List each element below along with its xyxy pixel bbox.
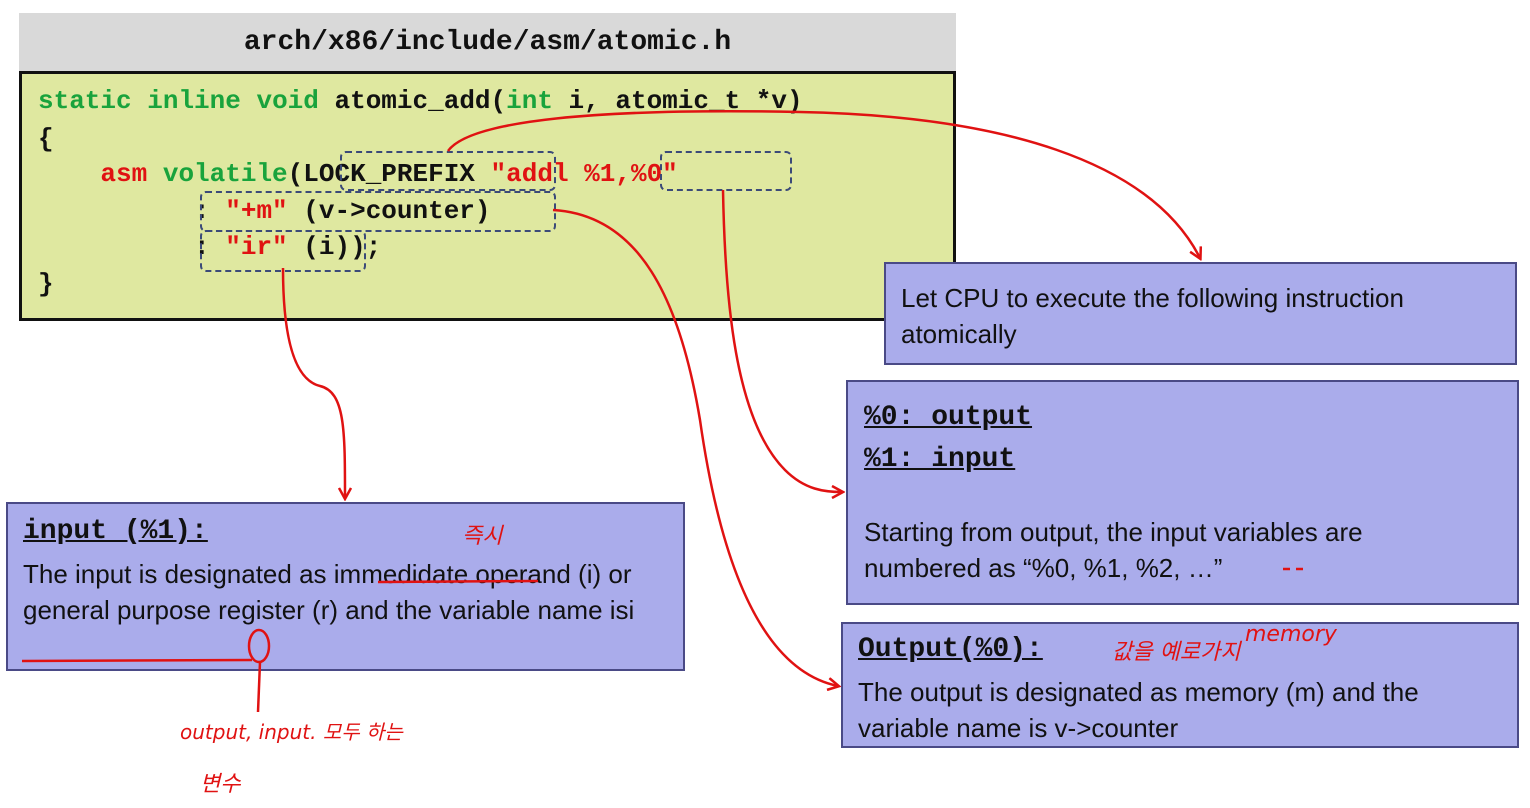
input-text-c: operand (i) or general purpose register … xyxy=(23,559,632,625)
output-constraint: "+m" xyxy=(225,196,288,226)
lock-prefix: LOCK_PREFIX xyxy=(303,159,475,189)
operand-numbering-box: %0: output %1: input Starting from outpu… xyxy=(846,380,1519,605)
keyword-volatile: volatile xyxy=(162,159,288,189)
keyword-inline: inline xyxy=(147,86,241,116)
file-path-title: arch/x86/include/asm/atomic.h xyxy=(19,13,956,71)
output-arrow xyxy=(552,208,838,686)
i-circle-tail xyxy=(256,661,262,713)
operands-highlight xyxy=(660,151,792,191)
operand-numbering-text: Starting from output, the input variable… xyxy=(864,517,1363,583)
input-explanation-box: input (%1): The input is designated as i… xyxy=(6,502,685,671)
input-constraint: "ir" xyxy=(225,232,288,262)
output-heading: Output(%0): xyxy=(858,634,1043,665)
lock-prefix-arrow xyxy=(446,110,1200,258)
i-circle xyxy=(247,628,271,664)
variable-name-underline xyxy=(21,658,253,663)
code-line-6: } xyxy=(38,269,54,299)
immediate-underline xyxy=(377,579,539,584)
input-arrow xyxy=(281,267,345,498)
code-block: static inline void atomic_add(int i, ato… xyxy=(19,71,956,321)
keyword-void: void xyxy=(256,86,319,116)
code-line-4: : "+m" (v->counter) xyxy=(38,196,491,226)
output-variable: (v->counter) xyxy=(303,196,491,226)
lock-prefix-highlight xyxy=(340,151,556,191)
handwritten-variable-note-1: output, input. 모두 하는 xyxy=(180,720,403,744)
function-name: atomic_add( xyxy=(334,86,507,116)
keyword-static: static xyxy=(38,86,132,116)
code-line-3: asm volatile(LOCK_PREFIX "addl %1,%0" xyxy=(38,159,678,189)
input-text-immediate: immedidate xyxy=(333,559,469,589)
operand-0-heading: %0: output xyxy=(864,402,1033,433)
input-text-i: i xyxy=(628,595,635,625)
output-constraint-highlight xyxy=(200,191,556,232)
handwritten-output-note: 값을 예로가지 xyxy=(1112,640,1241,665)
handwritten-variable-note-2: 변수 xyxy=(200,772,241,797)
handwritten-memory-note: memory xyxy=(1245,622,1337,647)
input-text-variable-name: variable name is xyxy=(439,595,629,625)
handwritten-immediate-note: 즉시 xyxy=(462,524,503,549)
keyword-asm: asm xyxy=(100,159,148,189)
lock-prefix-text: Let CPU to execute the following instruc… xyxy=(901,283,1404,349)
operands-arrow xyxy=(721,189,842,492)
operand-placeholders: %1,%0" xyxy=(584,159,678,189)
input-text-a: The input is designated as xyxy=(23,559,334,589)
output-text: The output is designated as memory (m) a… xyxy=(858,677,1419,743)
input-variable: (i) xyxy=(303,232,351,262)
input-text: The input is designated as immedidate op… xyxy=(23,556,673,628)
keyword-int: int xyxy=(506,86,553,116)
output-explanation-box: Output(%0): The output is designated as … xyxy=(841,622,1519,748)
input-heading: input (%1): xyxy=(23,516,208,547)
lock-prefix-explanation: Let CPU to execute the following instruc… xyxy=(884,262,1517,365)
operand-1-heading: %1: input xyxy=(864,444,1016,475)
code-line-2: { xyxy=(38,124,54,154)
open-paren: ( xyxy=(287,159,304,189)
